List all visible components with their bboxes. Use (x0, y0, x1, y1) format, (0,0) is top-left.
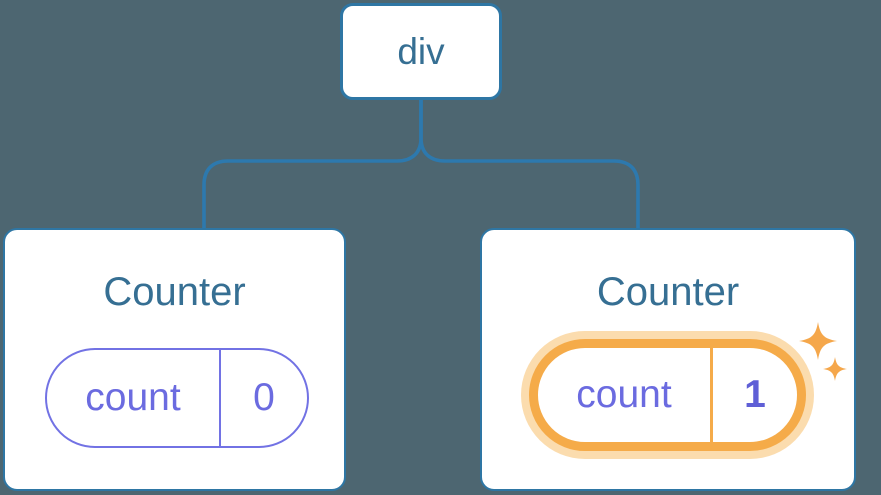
root-node-div: div (340, 3, 502, 100)
root-node-label: div (397, 30, 445, 72)
connector-right-branch (419, 99, 640, 229)
state-value: 1 (710, 348, 797, 442)
component-title: Counter (596, 270, 740, 314)
component-card-counter-left: Counter count 0 (3, 228, 346, 491)
sparkles-icon (799, 322, 847, 381)
state-pill: count 0 (45, 348, 309, 448)
component-title: Counter (103, 270, 246, 314)
state-key: count (85, 376, 181, 419)
connector-left-branch (202, 99, 423, 229)
state-pill-highlighted: count 1 (529, 339, 806, 451)
state-key: count (576, 373, 672, 416)
component-card-counter-right: Counter count 1 (480, 228, 856, 491)
state-value: 0 (219, 350, 307, 446)
